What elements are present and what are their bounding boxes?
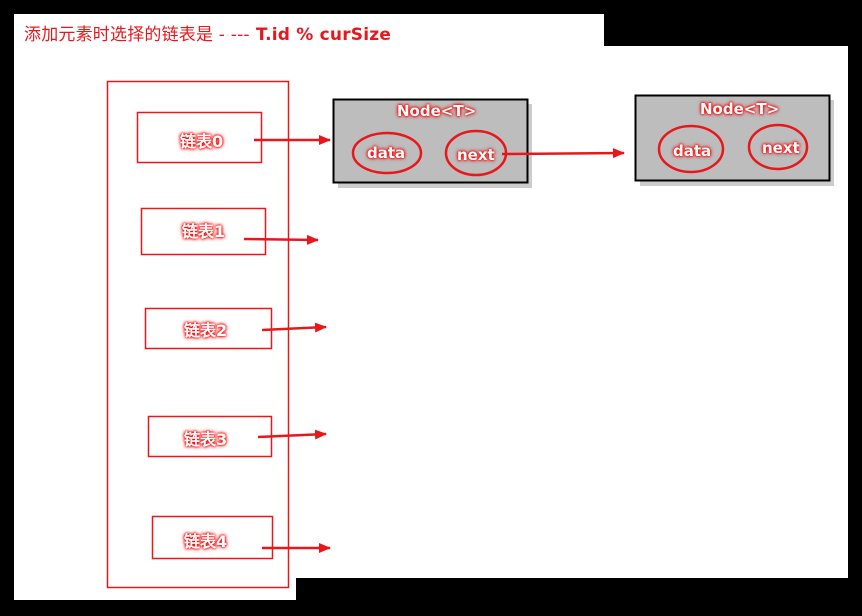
- node-0-data-label: data: [367, 144, 406, 162]
- arrow-list3: [257, 429, 327, 440]
- list-box-0: [136, 111, 263, 164]
- node-1-next-label: next: [762, 139, 800, 157]
- list-label-4: 链表4: [184, 532, 228, 551]
- node-1-data-oval: [657, 124, 725, 174]
- arrow-list2: [261, 322, 327, 333]
- title-prefix: 添加元素时选择的链表是 - ---: [24, 25, 250, 45]
- node-0-title: Node<T>: [397, 102, 477, 120]
- arrow-list1: [243, 234, 319, 245]
- node-0-next-label: next: [457, 146, 495, 164]
- list-label-0: 链表0: [180, 132, 224, 151]
- list-label-1: 链表1: [182, 222, 226, 241]
- node-1-title: Node<T>: [700, 100, 780, 118]
- list-box-1: [140, 207, 267, 256]
- list-box-4: [151, 515, 274, 560]
- title-formula: T.id % curSize: [255, 25, 392, 45]
- node-1-next-oval: [747, 123, 809, 171]
- list-container: [106, 80, 290, 589]
- diagram-title: 添加元素时选择的链表是 - --- T.id % curSize: [24, 20, 391, 45]
- arrow-node0-to-node1: [501, 148, 625, 159]
- list-label-3: 链表3: [184, 430, 228, 449]
- node-1-data-label: data: [673, 142, 712, 160]
- list-label-2: 链表2: [184, 321, 228, 340]
- node-0-data-oval: [351, 131, 423, 175]
